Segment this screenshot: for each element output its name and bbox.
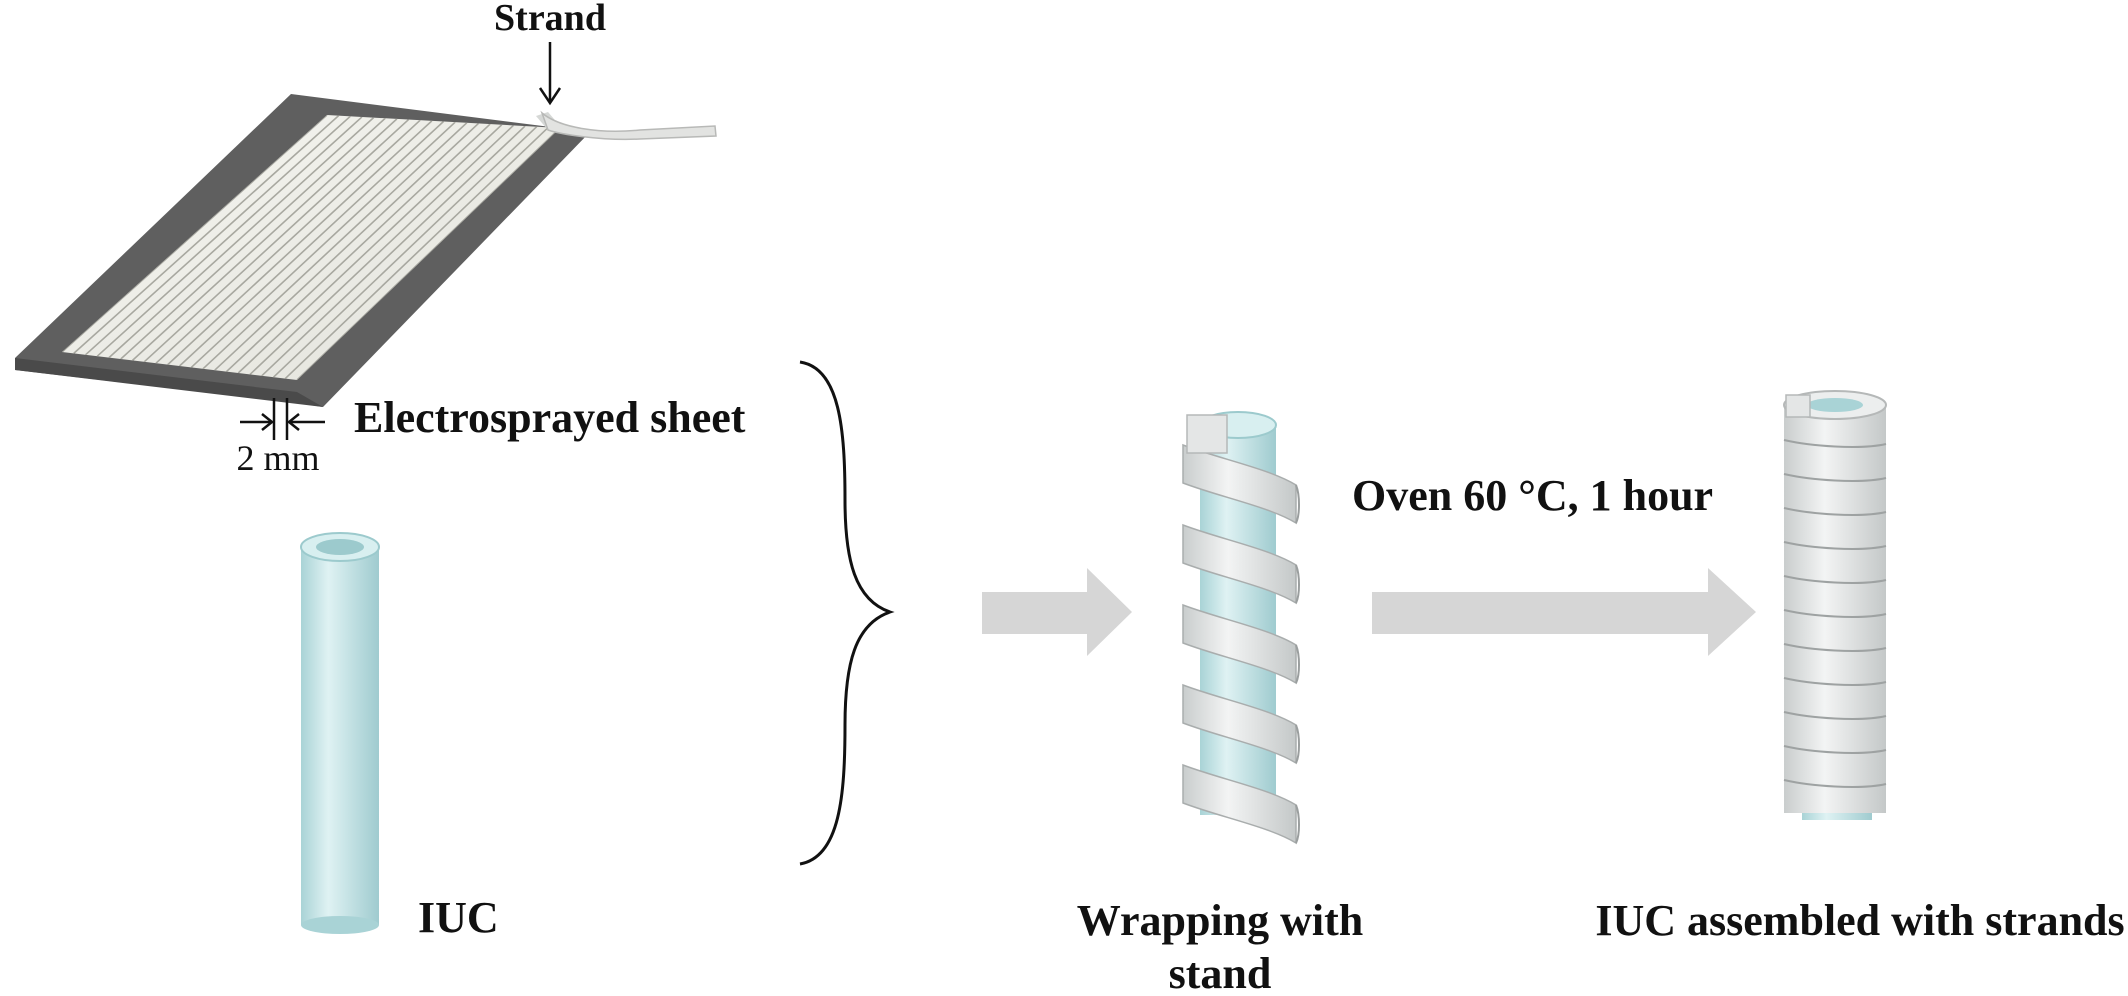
helix-band-edge: [1295, 804, 1300, 844]
iuc-label: IUC: [418, 893, 499, 942]
peeled-strand-tail: [540, 110, 717, 141]
assembled-seam-line: [1783, 745, 1887, 754]
helix-band-edge: [1295, 644, 1300, 684]
tube-body: [301, 547, 379, 925]
sheet-strand-line: [96, 116, 363, 357]
assembled-seam-line: [1783, 609, 1887, 618]
helix-band-edge: [1295, 724, 1300, 764]
sheet-strand-line: [73, 115, 340, 354]
tube-bottom: [301, 916, 379, 934]
wrapping-label-line1: Wrapping with: [1077, 896, 1364, 945]
sheet-strand-line: [261, 125, 526, 377]
helix-band-edge: [1295, 484, 1300, 524]
sheet-strand-line: [249, 124, 514, 375]
sheet-strand-line: [131, 118, 398, 361]
wrapping-label-line2: stand: [1169, 949, 1272, 996]
sheet-strand-line: [155, 119, 421, 364]
helix-strand-end: [1186, 414, 1228, 454]
dimension-label: 2 mm: [236, 438, 319, 478]
electrosprayed-sheet-label: Electrosprayed sheet: [354, 393, 746, 442]
assembled-seam-line: [1783, 439, 1887, 448]
sheet-surface: [62, 115, 560, 380]
helix-band-edge: [1295, 564, 1300, 604]
assembled-seam-line: [1783, 677, 1887, 686]
sheet-strand-line: [120, 117, 386, 360]
sheet-base-edge: [15, 358, 323, 407]
sheet-strand-line: [178, 120, 445, 367]
sheet-strand-line: [284, 126, 549, 380]
assembled-seam-line: [1783, 541, 1887, 550]
assembled-strand-lines: [1783, 439, 1887, 788]
assembled-strand-end: [1785, 394, 1811, 418]
electrosprayed-sheet-icon: [15, 94, 717, 407]
sheet-strand-lines: [62, 115, 560, 380]
sheet-strand-line: [167, 120, 433, 366]
assembled-seam-line: [1783, 711, 1887, 720]
process-arrow-icon: [1372, 568, 1756, 656]
strand-label: Strand: [494, 0, 606, 39]
oven-label: Oven 60 °C, 1 hour: [1352, 471, 1713, 520]
assembled-seam-line: [1783, 779, 1887, 788]
assembled-label: IUC assembled with strands: [1595, 896, 2124, 945]
helical-wrap-icon: [1182, 411, 1300, 845]
assembled-strand-wrap: [1784, 405, 1886, 813]
assembled-seam-line: [1783, 643, 1887, 652]
sheet-strand-line: [108, 117, 375, 359]
sheet-strand-line: [190, 121, 456, 368]
process-arrow-icon: [982, 568, 1132, 656]
assembled-seam-line: [1783, 507, 1887, 516]
sheet-strand-line: [84, 115, 351, 356]
helix-bands: [1182, 443, 1300, 845]
sheet-strand-line: [225, 123, 491, 373]
assembled-seam-line: [1783, 473, 1887, 482]
assembled-tube-lumen: [1807, 398, 1863, 412]
curly-brace-icon: [799, 360, 895, 866]
iuc-tube-icon: [300, 532, 380, 934]
sheet-strand-line: [214, 122, 479, 371]
assembled-seam-line: [1783, 575, 1887, 584]
sheet-strand-line: [237, 124, 503, 374]
dimension-marker: [240, 398, 325, 440]
assembled-tube-icon: [1783, 390, 1887, 820]
tube-lumen: [316, 539, 364, 555]
sheet-strand-line: [272, 126, 538, 378]
sheet-strand-line: [143, 118, 410, 363]
strand-pointer-arrow: [538, 42, 562, 106]
sheet-strand-line: [202, 122, 468, 370]
